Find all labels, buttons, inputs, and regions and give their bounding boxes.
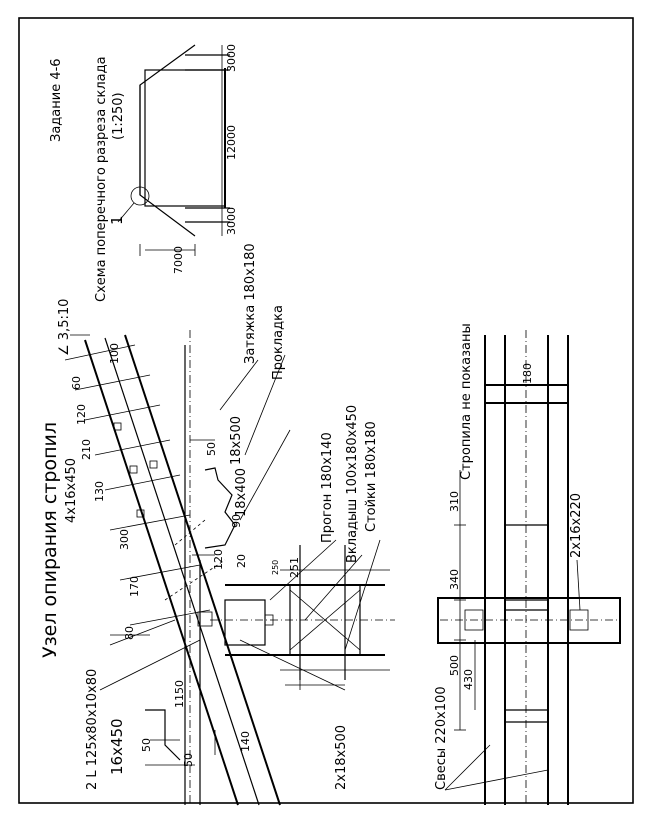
scheme-scale: (1:250) [111,92,126,140]
dim-310: 310 [448,491,461,512]
dim-140: 140 [239,731,252,752]
bolt-left-label: 16x450 [108,718,126,775]
bolt-plan-label: 2x16x220 [569,493,584,558]
task-label: Задание 4-6 [49,58,64,142]
bolts-top-label: 4x16x450 [64,458,79,523]
dim-170: 170 [128,576,141,597]
cross-section-scheme: 1 3000 12000 3000 7000 Схема поперечного… [94,44,238,302]
posts-label: Стойки 180x180 [364,421,379,532]
dim-120b: 120 [212,549,225,570]
plates-label: 2x18x500 [334,725,349,790]
dim-430: 430 [462,669,475,690]
b18x500-label: 18x500 [229,416,244,465]
dim-100: 100 [108,343,121,364]
insert-label: Вкладыш 100x180x450 [345,405,360,563]
dim-20: 20 [235,554,248,568]
dim-50-left: 50 [140,738,153,752]
dim-90: 90 [230,514,243,528]
dim-210: 210 [80,439,93,460]
dim-180: 180 [521,363,534,384]
sheet-frame [18,17,634,804]
dim-130: 130 [93,481,106,502]
purlin-label: Прогон 180x140 [320,432,335,543]
dim-340: 340 [448,569,461,590]
plan-view [437,330,621,805]
scheme-height: 7000 [172,246,185,274]
dim-300: 300 [118,529,131,550]
scheme-dim-3000-top: 3000 [225,44,238,72]
dim-250: 250 [271,560,280,575]
dim-50-bottom: 50 [182,753,195,767]
not-shown-label: Стропила не показаны [459,323,474,480]
dim-500: 500 [448,655,461,676]
slope-label: ∠ 3,5:10 [57,299,72,356]
eaves-label: Свесы 220x100 [434,686,449,790]
dim-60: 60 [70,376,83,390]
angle-label: 2 L 125x80x10x80 [85,669,100,790]
dim-50-top: 50 [205,442,218,456]
node-title: Узел опирания стропил [39,422,61,658]
tie-label: Затяжка 180x180 [243,243,258,364]
pad-label: Прокладка [271,305,286,380]
scheme-dim-12000: 12000 [225,125,238,160]
scheme-dim-3000-bottom: 3000 [225,207,238,235]
scheme-title: Схема поперечного разреза склада [94,56,109,302]
dim-80: 80 [123,626,136,640]
dim-251: 251 [288,557,301,578]
node-detail [64,330,395,806]
scheme-mark: 1 [108,215,126,225]
b18x400-label: 18x400 [234,468,249,517]
rafter-bolts [113,422,158,518]
dim-120: 120 [75,404,88,425]
dim-1150: 1150 [173,680,186,708]
